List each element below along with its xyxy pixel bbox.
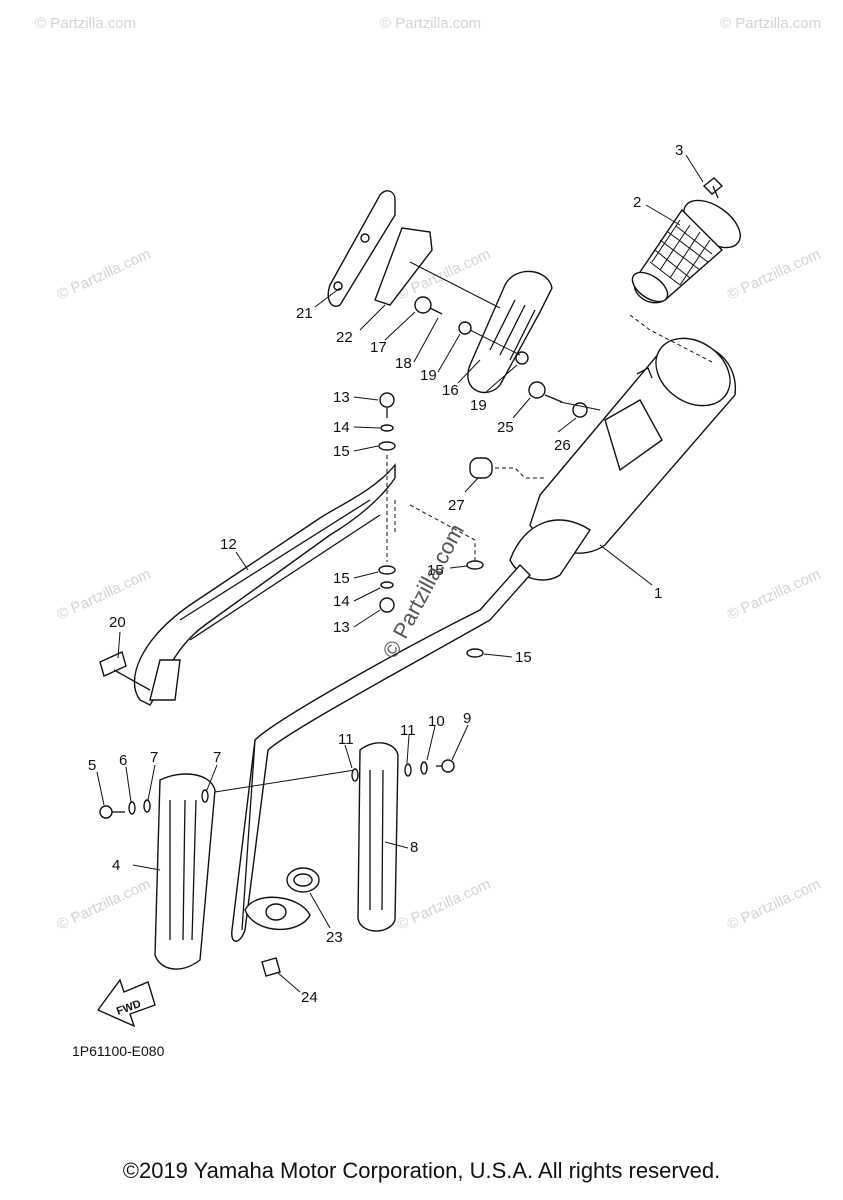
callout-2: 2 xyxy=(633,194,641,211)
callout-1: 1 xyxy=(654,585,662,602)
damper xyxy=(469,457,545,479)
lower-pipe xyxy=(231,563,531,942)
callout-25: 25 xyxy=(497,419,514,436)
callout-20: 20 xyxy=(109,614,126,631)
exhaust-pipe xyxy=(133,463,476,706)
callout-6: 6 xyxy=(119,752,127,769)
protector-left xyxy=(99,769,356,970)
callout-15: 15 xyxy=(333,443,350,460)
stud xyxy=(99,651,151,691)
callout-13: 13 xyxy=(333,389,350,406)
watermark-layer: © Partzilla.com © Partzilla.com © Partzi… xyxy=(35,15,823,934)
callout-8: 8 xyxy=(410,839,418,856)
callout-19: 19 xyxy=(420,367,437,384)
callout-23: 23 xyxy=(326,929,343,946)
watermark: © Partzilla.com xyxy=(725,876,824,934)
bracket-plate xyxy=(467,270,553,394)
callout-13: 13 xyxy=(333,619,350,636)
callout-14: 14 xyxy=(333,419,350,436)
callout-15: 15 xyxy=(333,570,350,587)
diagram-code: 1P61100-E080 xyxy=(72,1043,165,1059)
callout-15: 15 xyxy=(515,649,532,666)
callout-5: 5 xyxy=(88,757,96,774)
copyright-notice: ©2019 Yamaha Motor Corporation, U.S.A. A… xyxy=(122,1158,721,1183)
callout-21: 21 xyxy=(296,305,313,322)
callout-labels: 1 2 3 4 5 6 7 7 8 9 10 11 11 12 13 13 14… xyxy=(88,142,683,1006)
watermark: © Partzilla.com xyxy=(35,15,136,32)
watermark: © Partzilla.com xyxy=(55,246,154,304)
leader-lines xyxy=(96,154,704,993)
flange-gasket xyxy=(244,867,320,977)
callout-11: 11 xyxy=(338,731,354,748)
callout-17: 17 xyxy=(370,339,387,356)
callout-4: 4 xyxy=(112,857,120,874)
callout-3: 3 xyxy=(675,142,683,159)
callout-27: 27 xyxy=(448,497,465,514)
watermark: © Partzilla.com xyxy=(395,876,494,934)
protector-right xyxy=(351,742,455,932)
callout-15: 15 xyxy=(427,562,444,579)
callout-18: 18 xyxy=(395,355,412,372)
muffler xyxy=(509,337,736,581)
callout-9: 9 xyxy=(463,710,471,727)
screw xyxy=(702,177,724,199)
callout-26: 26 xyxy=(554,437,571,454)
callout-19: 19 xyxy=(470,397,487,414)
watermark: © Partzilla.com xyxy=(725,566,824,624)
callout-16: 16 xyxy=(442,382,459,399)
watermark: © Partzilla.com xyxy=(55,876,154,934)
bolts-washers-upper xyxy=(409,261,601,418)
watermark: © Partzilla.com xyxy=(725,246,824,304)
callout-22: 22 xyxy=(336,329,353,346)
watermark: © Partzilla.com xyxy=(720,15,821,32)
mount-hardware xyxy=(378,392,484,658)
callout-11: 11 xyxy=(400,722,416,739)
watermark: © Partzilla.com xyxy=(55,566,154,624)
callout-12: 12 xyxy=(220,536,237,553)
callout-10: 10 xyxy=(428,713,445,730)
callout-7: 7 xyxy=(150,749,158,766)
callout-24: 24 xyxy=(301,989,318,1006)
tail-pipe xyxy=(631,199,741,304)
fwd-arrow: FWD xyxy=(96,978,156,1028)
watermark: © Partzilla.com xyxy=(380,15,481,32)
callout-14: 14 xyxy=(333,593,350,610)
callout-7: 7 xyxy=(213,749,221,766)
